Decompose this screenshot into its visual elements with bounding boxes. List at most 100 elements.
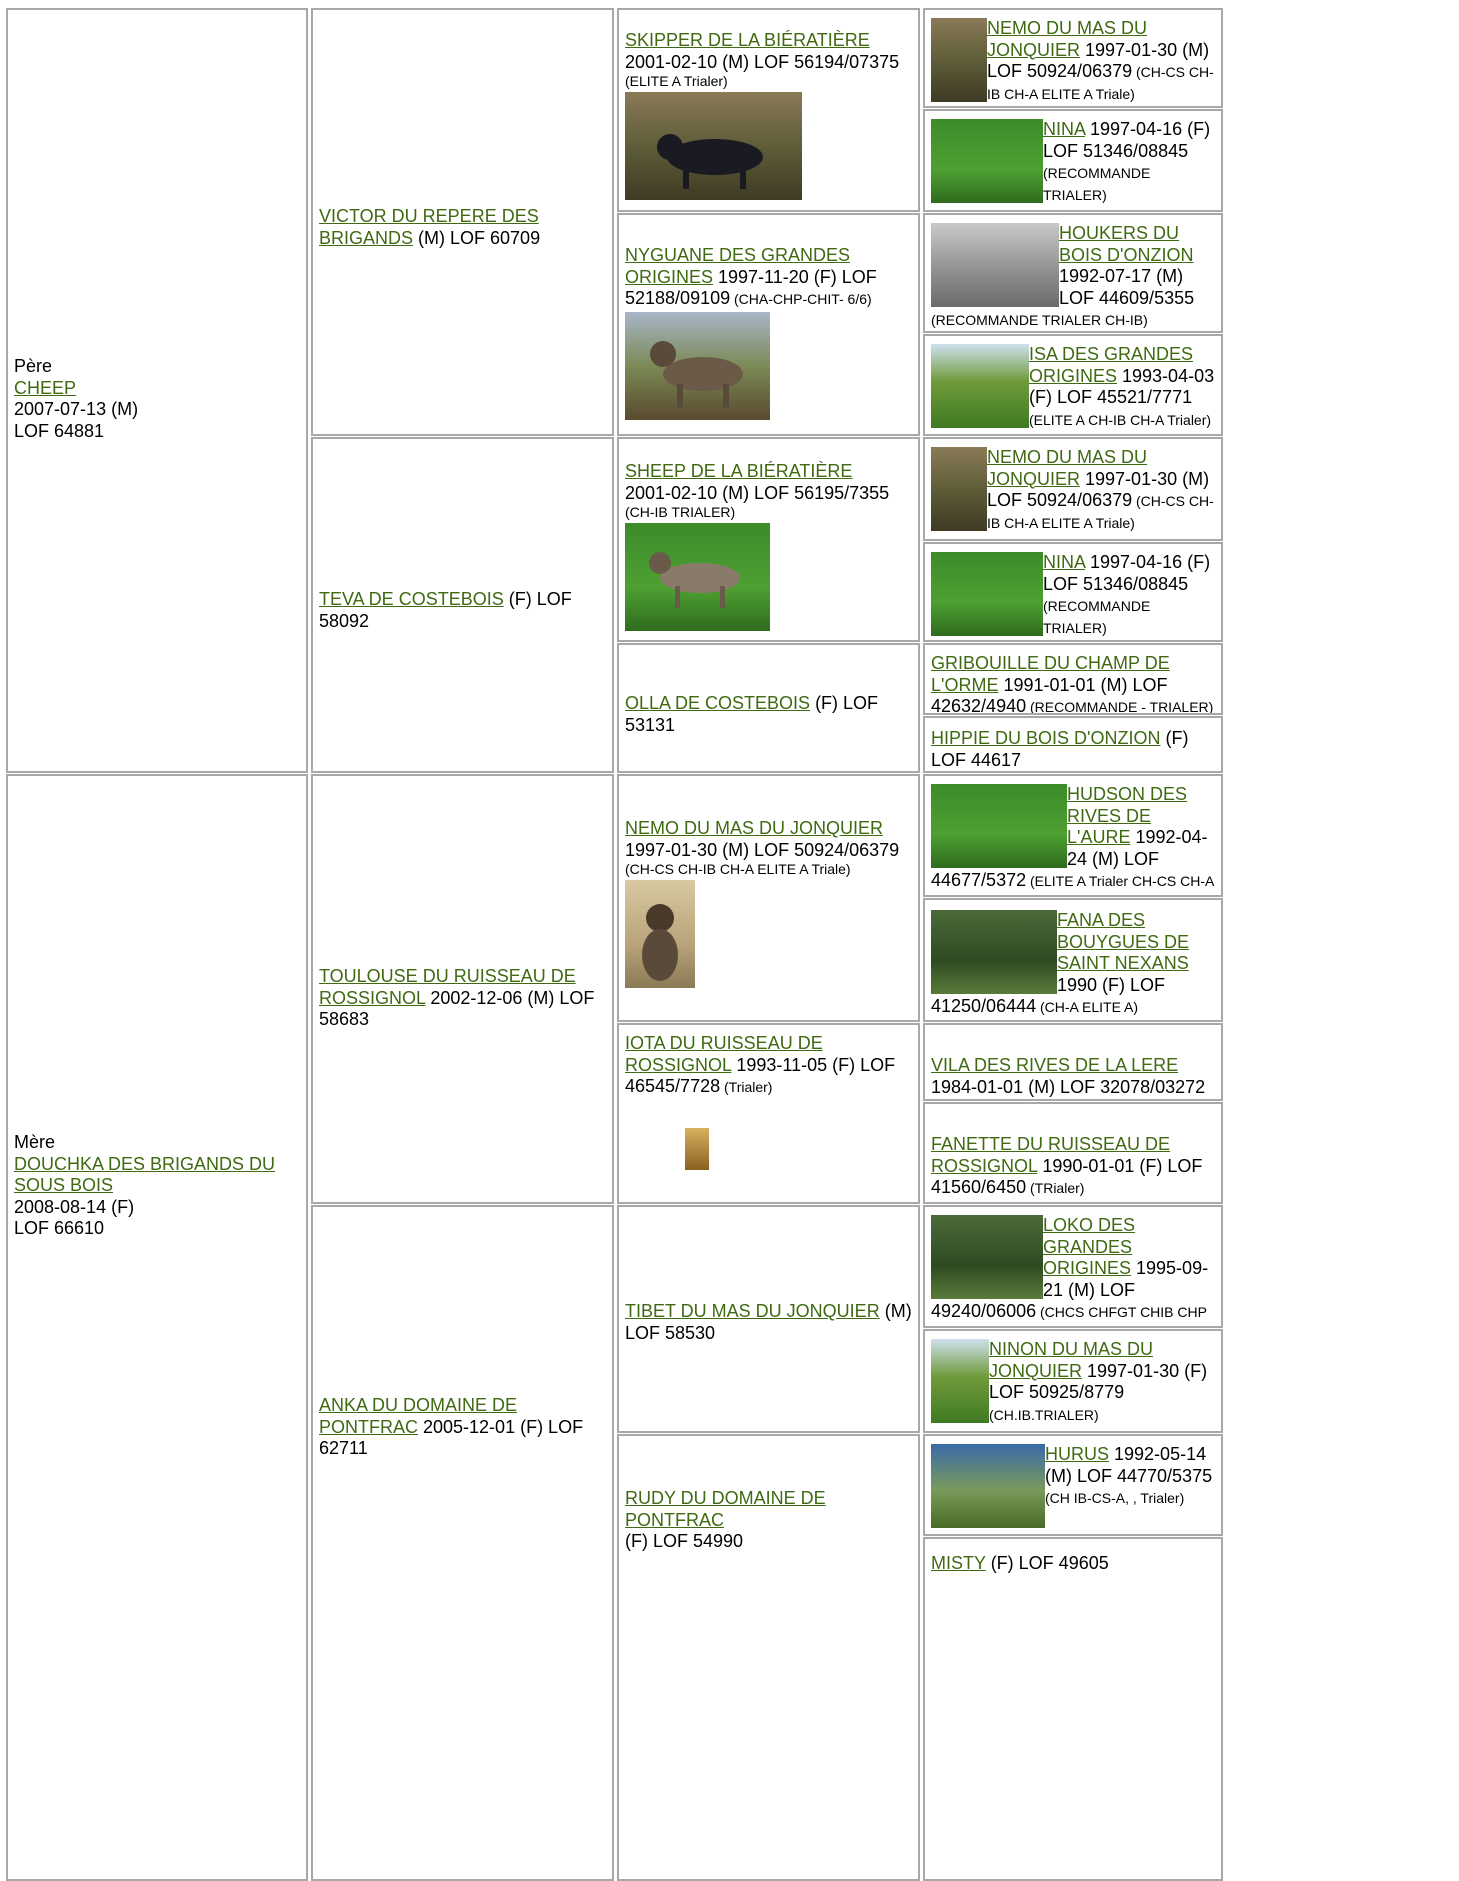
dog-photo[interactable] (931, 1215, 1043, 1299)
g3-info-5: 1997-01-30 (M) LOF 50924/06379 (625, 839, 900, 860)
g2-link-1[interactable]: VICTOR DU REPERE DES BRIGANDS (319, 206, 539, 248)
g3-cell-1: SKIPPER DE LA BIÉRATIÈRE 2001-02-10 (M) … (617, 8, 920, 212)
g4-title-13: (CHCS CHFGT CHIB CHP CH.T CHA CHES.B) (931, 1304, 1207, 1326)
g4-cell-9: HUDSON DES RIVES DE L'AURE 1992-04-24 (M… (923, 774, 1223, 897)
sire-cell: Père CHEEP 2007-07-13 (M) LOF 64881 (6, 8, 308, 773)
g4-link-7[interactable]: GRIBOUILLE DU CHAMP DE L'ORME (931, 653, 1170, 695)
g4-cell-10: FANA DES BOUYGUES DE SAINT NEXANS 1990 (… (923, 898, 1223, 1022)
sire-lof: LOF 64881 (14, 420, 105, 441)
g4-link-3[interactable]: HOUKERS DU BOIS D'ONZION (1059, 223, 1194, 265)
g4-link-5[interactable]: NEMO DU MAS DU JONQUIER (987, 447, 1148, 489)
g4-title-7: (RECOMMANDE - TRIALER) (1026, 699, 1214, 715)
g4-info-16: (F) LOF 49605 (985, 1553, 1109, 1573)
g3-link-4[interactable]: OLLA DE COSTEBOIS (625, 693, 811, 713)
g4-link-12[interactable]: FANETTE DU RUISSEAU DE ROSSIGNOL (931, 1134, 1171, 1176)
dog-photo[interactable] (931, 18, 987, 102)
dog-photo[interactable] (931, 344, 1029, 428)
g4-link-4[interactable]: ISA DES GRANDES ORIGINES (1029, 344, 1194, 386)
g4-link-15[interactable]: HURUS (1045, 1444, 1110, 1464)
g4-title-9: (ELITE A Trialer CH-CS CH-A CH) (931, 873, 1214, 895)
g3-link-2[interactable]: NYGUANE DES GRANDES ORIGINES (625, 245, 851, 287)
g4-link-14[interactable]: NINON DU MAS DU JONQUIER (989, 1339, 1154, 1381)
dog-photo[interactable] (625, 522, 770, 631)
g4-cell-7b: GRIBOUILLE DU CHAMP DE L'ORME 1991-01-01… (923, 643, 1223, 715)
g4-title-5: (CH-CS CH-IB CH-A ELITE A Triale) (987, 493, 1214, 531)
g2-cell-4: ANKA DU DOMAINE DE PONTFRAC 2005-12-01 (… (311, 1205, 614, 1881)
dog-photo-graphic (657, 133, 763, 189)
dog-photo[interactable] (931, 119, 1043, 203)
g4-info-6: 1997-04-16 (F) LOF 51346/08845 (1043, 552, 1211, 594)
g4-info-2: 1997-04-16 (F) LOF 51346/08845 (1043, 119, 1211, 161)
g2-info-2: (F) LOF 58092 (319, 589, 572, 631)
dam-link[interactable]: DOUCHKA DES BRIGANDS DU SOUS BOIS (14, 1153, 276, 1196)
dog-photo-graphic (649, 551, 740, 608)
g4-info-15: 1992-05-14 (M) LOF 44770/5375 (1045, 1444, 1213, 1486)
dam-lof: LOF 66610 (14, 1218, 105, 1239)
g4-link-16[interactable]: MISTY (931, 1553, 986, 1573)
g2-cell-1: VICTOR DU REPERE DES BRIGANDS (M) LOF 60… (311, 8, 614, 436)
dog-photo[interactable] (931, 447, 987, 531)
g4-cell-4: ISA DES GRANDES ORIGINES 1993-04-03 (F) … (923, 334, 1223, 436)
dog-photo[interactable] (685, 1127, 709, 1170)
g4-cell-6: NINA 1997-04-16 (F) LOF 51346/08845 (RECO… (923, 542, 1223, 642)
g3-link-6[interactable]: IOTA DU RUISSEAU DE ROSSIGNOL (625, 1033, 823, 1075)
dog-photo[interactable] (931, 1444, 1045, 1528)
dog-photo[interactable] (625, 879, 695, 988)
g4-info-9: 1992-04-24 (M) LOF 44677/5372 (931, 827, 1208, 891)
g3-info-7: (M) LOF 58530 (625, 1301, 912, 1343)
g4-link-9[interactable]: HUDSON DES RIVES DE L'AURE (1067, 784, 1188, 848)
g4-cell-12: FANETTE DU RUISSEAU DE ROSSIGNOL 1990-01… (923, 1102, 1223, 1204)
g4-cell-13: LOKO DES GRANDES ORIGINES 1995-09-21 (M)… (923, 1205, 1223, 1328)
g4-title-6: (RECOMMANDE TRIALER) (1043, 598, 1151, 636)
g3-cell-7: TIBET DU MAS DU JONQUIER (M) LOF 58530 (617, 1205, 920, 1433)
sire-link[interactable]: CHEEP (14, 377, 77, 398)
g4-link-2[interactable]: NINA (1043, 119, 1086, 139)
dog-photo[interactable] (625, 91, 802, 200)
dog-photo[interactable] (931, 910, 1057, 994)
g4-info-10: 1990 (F) LOF 41250/06444 (931, 974, 1166, 1017)
g3-cell-4: OLLA DE COSTEBOIS (F) LOF 53131 (617, 643, 920, 773)
g3-link-3[interactable]: SHEEP DE LA BIÉRATIÈRE (625, 461, 853, 481)
g3-title-6: (Trialer) (720, 1079, 773, 1096)
g4-info-8: (F) LOF 44617 (931, 728, 1189, 770)
g2-link-2[interactable]: TEVA DE COSTEBOIS (319, 589, 504, 609)
g2-info-4: 2005-12-01 (F) LOF 62711 (319, 1416, 584, 1459)
g4-link-1[interactable]: NEMO DU MAS DU JONQUIER (987, 18, 1148, 60)
g2-info-1: (M) LOF 60709 (413, 227, 541, 248)
g4-cell-5: NEMO DU MAS DU JONQUIER 1997-01-30 (M) L… (923, 437, 1223, 541)
g3-cell-8: RUDY DU DOMAINE DE PONTFRAC(F) LOF 54990 (617, 1434, 920, 1881)
g2-cell-2: TEVA DE COSTEBOIS (F) LOF 58092 (311, 437, 614, 773)
g2-cell-3: TOULOUSE DU RUISSEAU DE ROSSIGNOL 2002-1… (311, 774, 614, 1204)
dog-photo[interactable] (931, 1339, 989, 1423)
g2-link-4[interactable]: ANKA DU DOMAINE DE PONTFRAC (319, 1395, 518, 1437)
g4-cell-8: HIPPIE DU BOIS D'ONZION (F) LOF 44617 (923, 716, 1223, 773)
dog-photo[interactable] (625, 311, 770, 420)
g3-info-1: 2001-02-10 (M) LOF 56194/07375 (625, 51, 900, 72)
g3-info-4: (F) LOF 53131 (625, 693, 879, 735)
dog-photo[interactable] (931, 552, 1043, 636)
g3-link-1[interactable]: SKIPPER DE LA BIÉRATIÈRE (625, 30, 870, 50)
g3-link-8[interactable]: RUDY DU DOMAINE DE PONTFRAC (625, 1488, 826, 1530)
g4-title-3: (RECOMMANDE TRIALER CH-IB) (931, 312, 1148, 329)
g4-info-4: 1993-04-03 (F) LOF 45521/7771 (1029, 365, 1215, 408)
g2-info-3: 2002-12-06 (M) LOF 58683 (319, 987, 595, 1030)
g3-info-6: 1993-11-05 (F) LOF 46545/7728 (625, 1054, 896, 1097)
dog-photo[interactable] (931, 223, 1059, 307)
g4-title-4: (ELITE A CH-IB CH-A Trialer) (1029, 411, 1212, 428)
g4-link-11[interactable]: VILA DES RIVES DE LA LERE (931, 1055, 1179, 1075)
g4-link-13[interactable]: LOKO DES GRANDES ORIGINES (1043, 1215, 1136, 1279)
g3-link-5[interactable]: NEMO DU MAS DU JONQUIER (625, 818, 884, 838)
g4-title-12: (TRialer) (1026, 1180, 1085, 1197)
g3-info-8: (F) LOF 54990 (625, 1531, 744, 1552)
g4-link-6[interactable]: NINA (1043, 552, 1086, 572)
g3-link-7[interactable]: TIBET DU MAS DU JONQUIER (625, 1301, 880, 1321)
g4-link-10[interactable]: FANA DES BOUYGUES DE SAINT NEXANS (1057, 910, 1190, 974)
g4-link-8[interactable]: HIPPIE DU BOIS D'ONZION (931, 728, 1161, 748)
g2-link-3[interactable]: TOULOUSE DU RUISSEAU DE ROSSIGNOL (319, 966, 576, 1008)
dog-photo-graphic (650, 340, 743, 408)
sire-label: Père (14, 356, 53, 376)
g3-title-1: (ELITE A Trialer) (625, 73, 728, 90)
dam-birth: 2008-08-14 (F) (14, 1196, 135, 1217)
dog-photo[interactable] (931, 784, 1067, 868)
